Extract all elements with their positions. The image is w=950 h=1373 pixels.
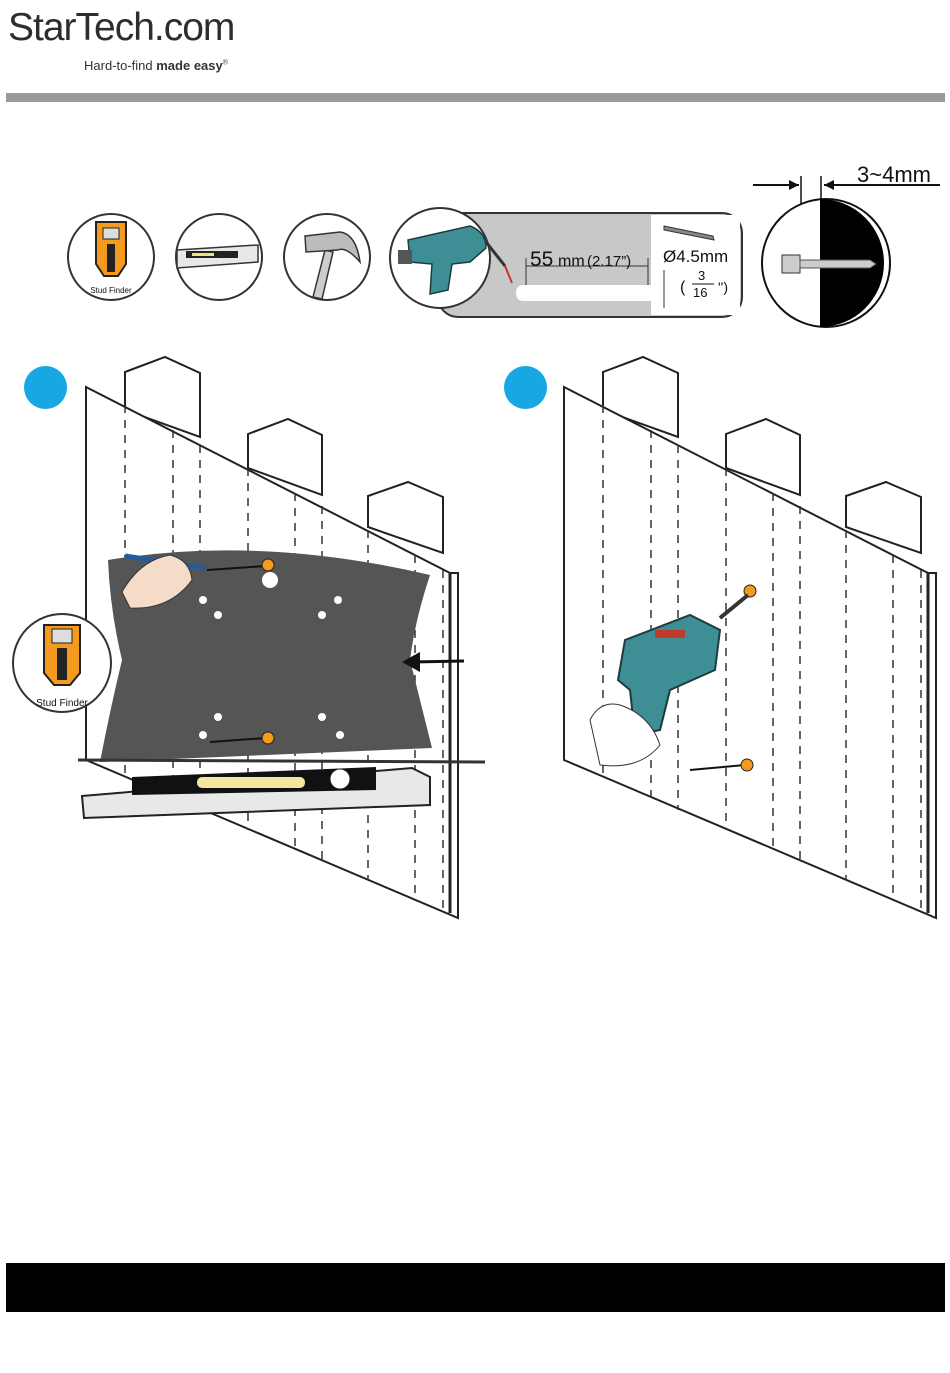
spirit-level-tool-icon (176, 214, 262, 300)
logo-brand-text: StarTech.com (8, 6, 234, 50)
footer-bar (6, 1263, 945, 1312)
step2-drill-holes-illustration (480, 340, 950, 930)
header-divider (6, 93, 945, 102)
stud-finder-label: Stud Finder (90, 286, 132, 295)
bit-diameter: Ø4.5mm (663, 247, 728, 266)
drill-depth-value: 55 (530, 248, 553, 271)
required-tools-strip: Stud Finder 55 mm (2.17”) Ø4.5mm ( 3 16 … (0, 160, 950, 335)
screw-gap-label: 3~4mm (857, 162, 931, 187)
screw-depth-diagram: 3~4mm (753, 162, 940, 327)
bit-fraction-num: 3 (698, 268, 705, 283)
drill-spec-panel: 55 mm (2.17”) Ø4.5mm ( 3 16 '') (390, 208, 742, 317)
bit-fraction-den: 16 (693, 285, 707, 300)
drill-depth-imperial: (2.17”) (587, 253, 631, 270)
logo-tagline: Hard-to-find made easy® (84, 58, 228, 73)
bit-fraction-open: ( (680, 279, 686, 296)
drill-depth-unit: mm (558, 253, 585, 270)
hammer-tool-icon (284, 214, 370, 300)
stud-finder-inset-label: Stud Finder (36, 698, 88, 709)
startech-logo: StarTech.com Hard-to-find made easy® (8, 6, 248, 76)
tagline-mark: ® (223, 60, 228, 67)
tagline-regular: Hard-to-find (84, 58, 156, 73)
stud-finder-inset: Stud Finder (13, 614, 111, 712)
bit-fraction-close: '') (718, 279, 728, 295)
tagline-bold: made easy (156, 58, 223, 73)
stud-finder-tool-icon: Stud Finder (68, 214, 154, 300)
step1-mark-holes-illustration: Stud Finder (0, 340, 490, 930)
